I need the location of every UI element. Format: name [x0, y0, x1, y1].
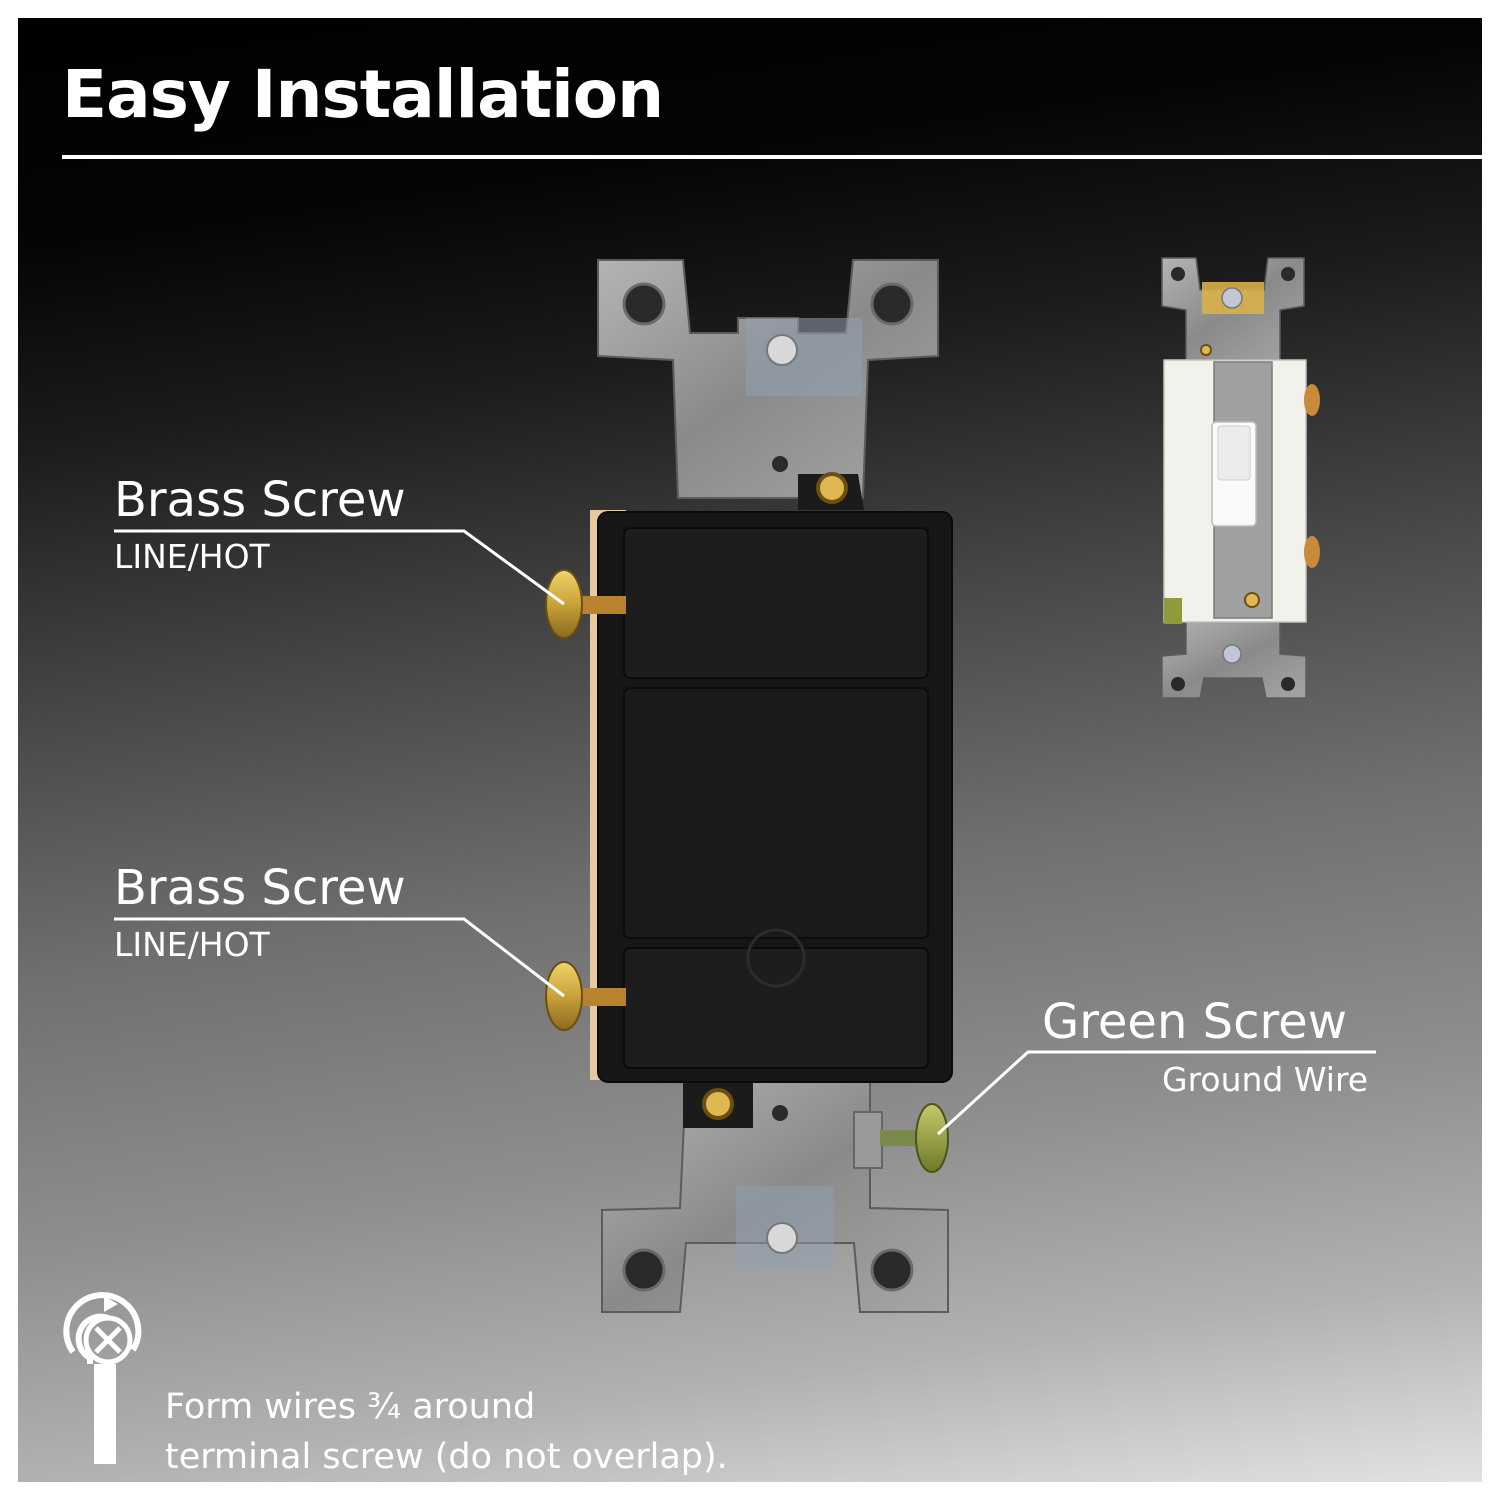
callout-green-sub: Ground Wire	[1162, 1060, 1369, 1099]
strap-screw-icon	[766, 334, 798, 1254]
switch-body	[590, 472, 953, 1128]
title-underline	[62, 155, 1482, 159]
callout-brass-top-label: Brass Screw	[114, 472, 406, 528]
installation-tip-line-1: Form wires ¾ around	[165, 1387, 536, 1427]
callout-brass-bottom-sub: LINE/HOT	[114, 925, 270, 964]
green-screw-icon	[853, 1103, 949, 1173]
mounting-strap	[597, 259, 949, 1313]
switch-thumbnail	[1161, 257, 1320, 699]
callout-green-label: Green Screw	[1042, 994, 1347, 1050]
callout-leaders	[114, 529, 1376, 1136]
page-title: Easy Installation	[62, 56, 664, 133]
installation-tip-line-2: terminal screw (do not overlap).	[165, 1437, 728, 1477]
callout-brass-bottom-label: Brass Screw	[114, 860, 406, 916]
wire-wrap-icon	[63, 1292, 142, 1464]
callout-brass-top-sub: LINE/HOT	[114, 537, 270, 576]
installation-tip: Form wires ¾ around terminal screw (do n…	[165, 1382, 728, 1482]
product-panel: Easy Installation	[18, 18, 1482, 1482]
switch-illustration	[63, 257, 1376, 1464]
